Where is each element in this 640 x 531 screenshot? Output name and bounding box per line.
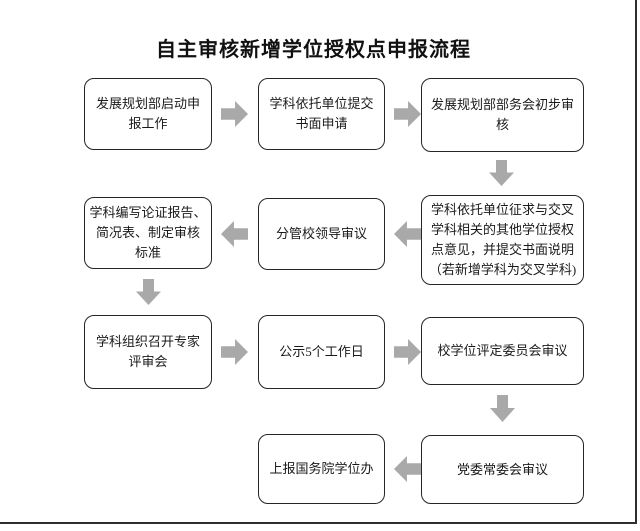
flow-node-expert-review-meeting: 学科组织召开专家 评审会: [84, 315, 212, 389]
page-border-bottom: [0, 522, 637, 524]
arrow-down-icon: [136, 279, 161, 305]
flow-node-prepare-report: 学科编写论证报告、 简况表、制定审核 标准: [84, 197, 212, 269]
flow-node-vice-president-review: 分管校领导审议: [258, 198, 385, 270]
flow-node-party-committee-review: 党委常委会审议: [421, 435, 584, 504]
page-title: 自主审核新增学位授权点申报流程: [156, 39, 471, 61]
flow-node-report-state-council: 上报国务院学位办: [258, 434, 385, 504]
flow-node-public-notice: 公示5个工作日: [258, 315, 385, 389]
flow-node-degree-committee-review: 校学位评定委员会审议: [421, 317, 584, 385]
arrow-left-icon: [394, 456, 421, 482]
arrow-down-icon: [489, 160, 514, 186]
flow-node-cross-discipline-opinion: 学科依托单位征求与交叉 学科相关的其他学位授权 点意见，并提交书面说明 （若新增…: [421, 195, 584, 285]
page-border-right: [635, 0, 637, 524]
arrow-right-icon: [394, 339, 421, 365]
flow-node-preliminary-review: 发展规划部部务会初步审 核: [421, 78, 584, 152]
arrow-down-icon: [490, 395, 515, 422]
arrow-right-icon: [221, 101, 248, 127]
flow-node-submit-written-request: 学科依托单位提交 书面申请: [258, 78, 385, 150]
arrow-left-icon: [394, 221, 421, 247]
arrow-right-icon: [221, 339, 248, 365]
arrow-left-icon: [221, 221, 248, 247]
arrow-right-icon: [394, 101, 421, 127]
flow-node-start-application: 发展规划部启动申 报工作: [84, 78, 212, 150]
